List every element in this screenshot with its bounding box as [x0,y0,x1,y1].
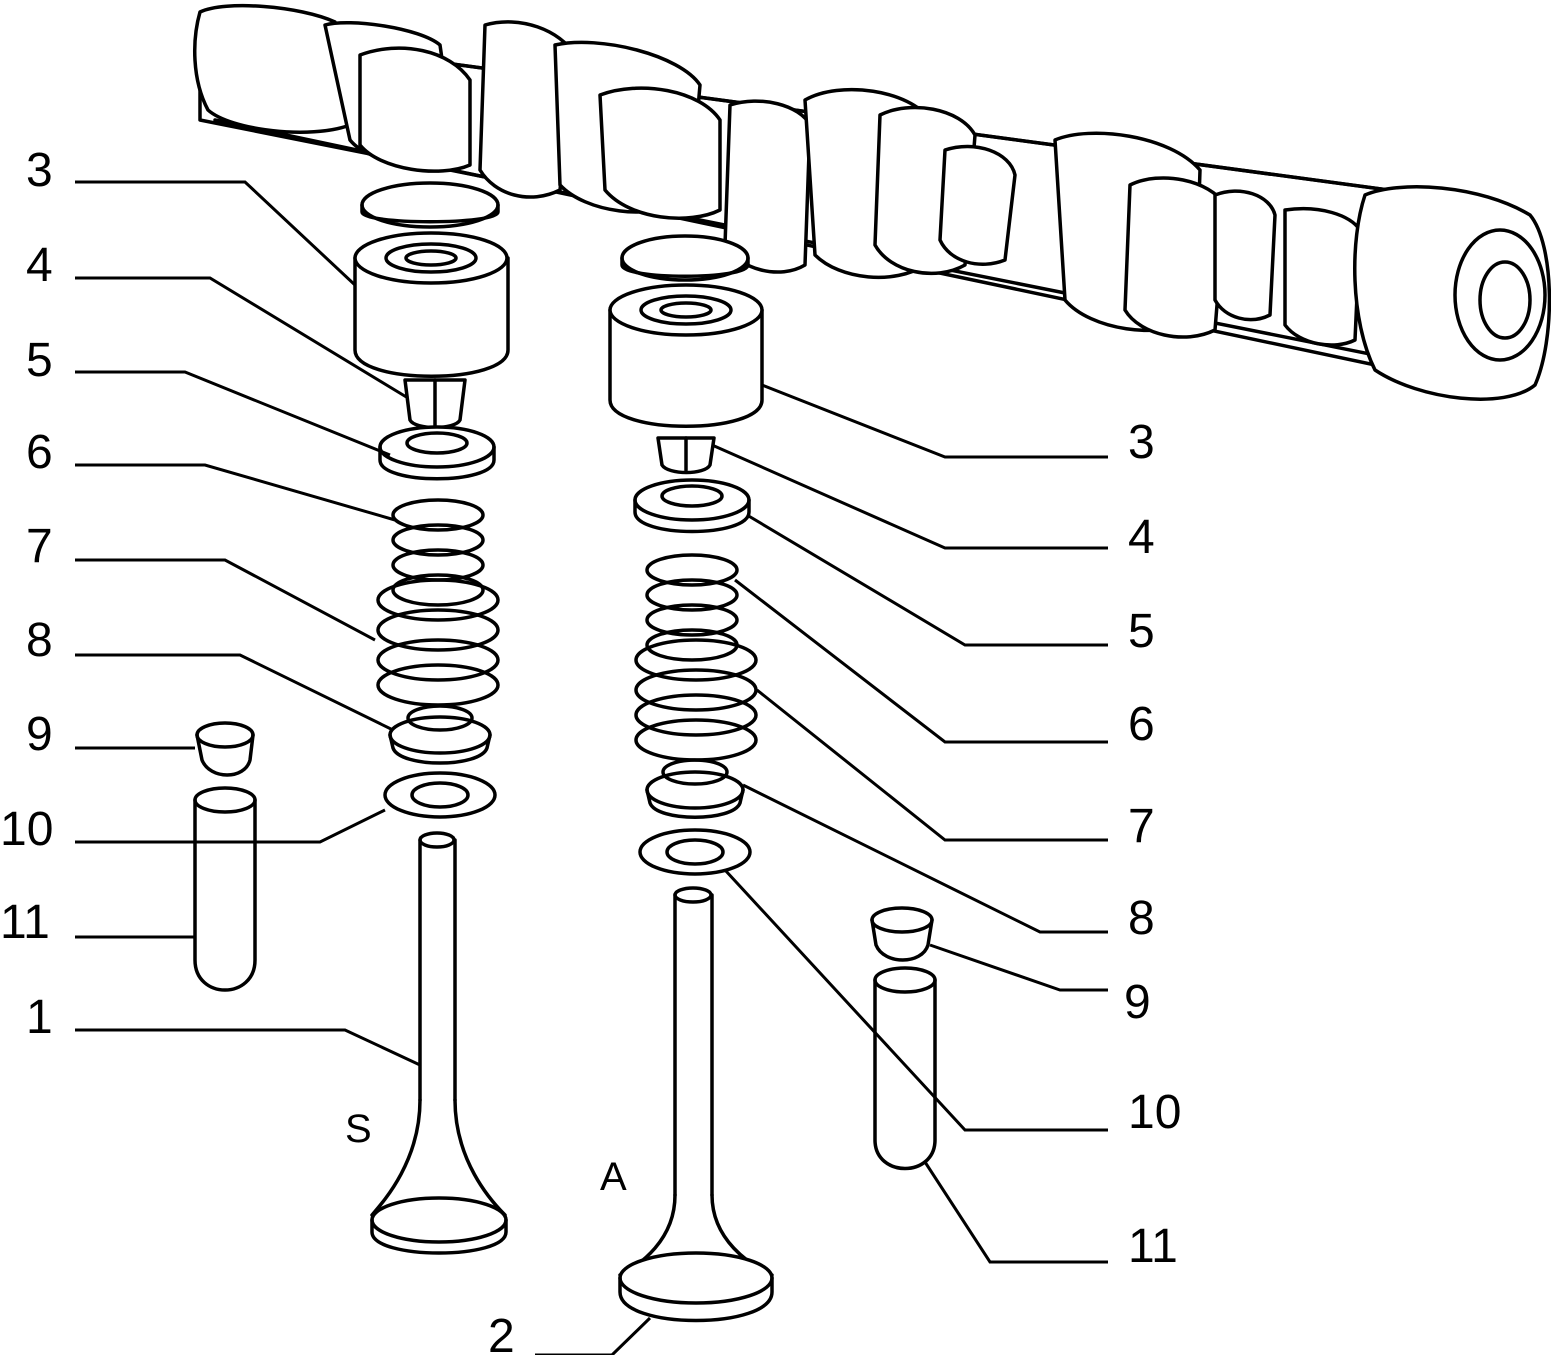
leader-right-6 [734,578,1108,744]
callout-left-10: 10 [0,803,53,856]
leader-lines-left [75,180,421,1067]
leader-right-5 [746,513,1108,647]
intake-valve-a [618,886,774,1323]
callout-left-11: 11 [0,896,50,949]
outer-valve-spring-left [376,578,500,707]
spring-retainer-left [378,425,496,481]
leader-left-6 [75,463,396,522]
tappet-shim-left [360,181,500,229]
valve-stem-seal-left [195,721,255,777]
callouts-left: 3 4 5 6 7 8 9 10 11 1 [0,144,53,1044]
leader-left-3 [75,180,357,287]
outer-valve-spring-right [634,638,758,762]
callout-left-4: 4 [26,239,53,292]
leader-left-1 [75,1028,421,1067]
leader-left-5 [75,370,391,457]
callout-left-8: 8 [26,614,53,667]
leader-right-7 [756,688,1108,842]
leader-left-8 [75,653,394,732]
valve-collets-right [656,436,716,475]
callout-right-11: 11 [1128,1220,1178,1273]
leader-right-9 [929,943,1108,992]
leader-left-4 [75,276,409,400]
lower-spring-seat-right [645,758,745,819]
leader-right-3 [761,383,1108,459]
inner-valve-spring-left [391,498,485,607]
valve-guide-left [193,786,257,992]
leader-right-4 [711,443,1108,550]
valve-stem-seal-right [870,906,934,962]
camshaft [193,3,1551,401]
spring-retainer-right [633,478,751,534]
valve-collets-left [403,378,467,430]
callout-left-6: 6 [26,426,53,479]
callout-left-3: 3 [26,144,53,197]
valve-marker-s: S [345,1107,372,1151]
callout-bottom-2: 2 [488,1310,515,1355]
leader-left-7 [75,558,376,642]
callout-right-7: 7 [1128,800,1155,853]
leader-bottom-2 [535,1316,652,1355]
callout-right-6: 6 [1128,698,1155,751]
leader-right-10 [723,868,1108,1132]
bucket-tappet-left [353,231,510,378]
exhaust-valve-s [370,831,508,1255]
callout-right-3: 3 [1128,416,1155,469]
callouts-right: 3 4 5 6 7 8 9 10 11 2 [488,416,1181,1355]
callout-right-4: 4 [1128,511,1155,564]
valve-marker-a: A [600,1155,627,1199]
callout-right-5: 5 [1128,605,1155,658]
bucket-tappet-right [608,283,764,428]
valve-guide-right [873,966,937,1171]
callout-right-8: 8 [1128,892,1155,945]
callout-left-5: 5 [26,334,53,387]
washer-right [638,828,752,876]
lower-spring-seat-left [388,704,492,765]
callout-left-1: 1 [26,991,53,1044]
tappet-shim-right [620,234,750,282]
leader-lines-right [535,383,1108,1355]
callout-left-7: 7 [26,520,53,573]
leader-right-11 [923,1161,1108,1264]
callout-right-10: 10 [1128,1086,1181,1139]
leader-right-8 [742,783,1108,934]
callout-right-9: 9 [1124,976,1151,1029]
washer-left [383,771,497,819]
leader-left-10 [75,808,386,844]
callout-left-9: 9 [26,708,53,761]
